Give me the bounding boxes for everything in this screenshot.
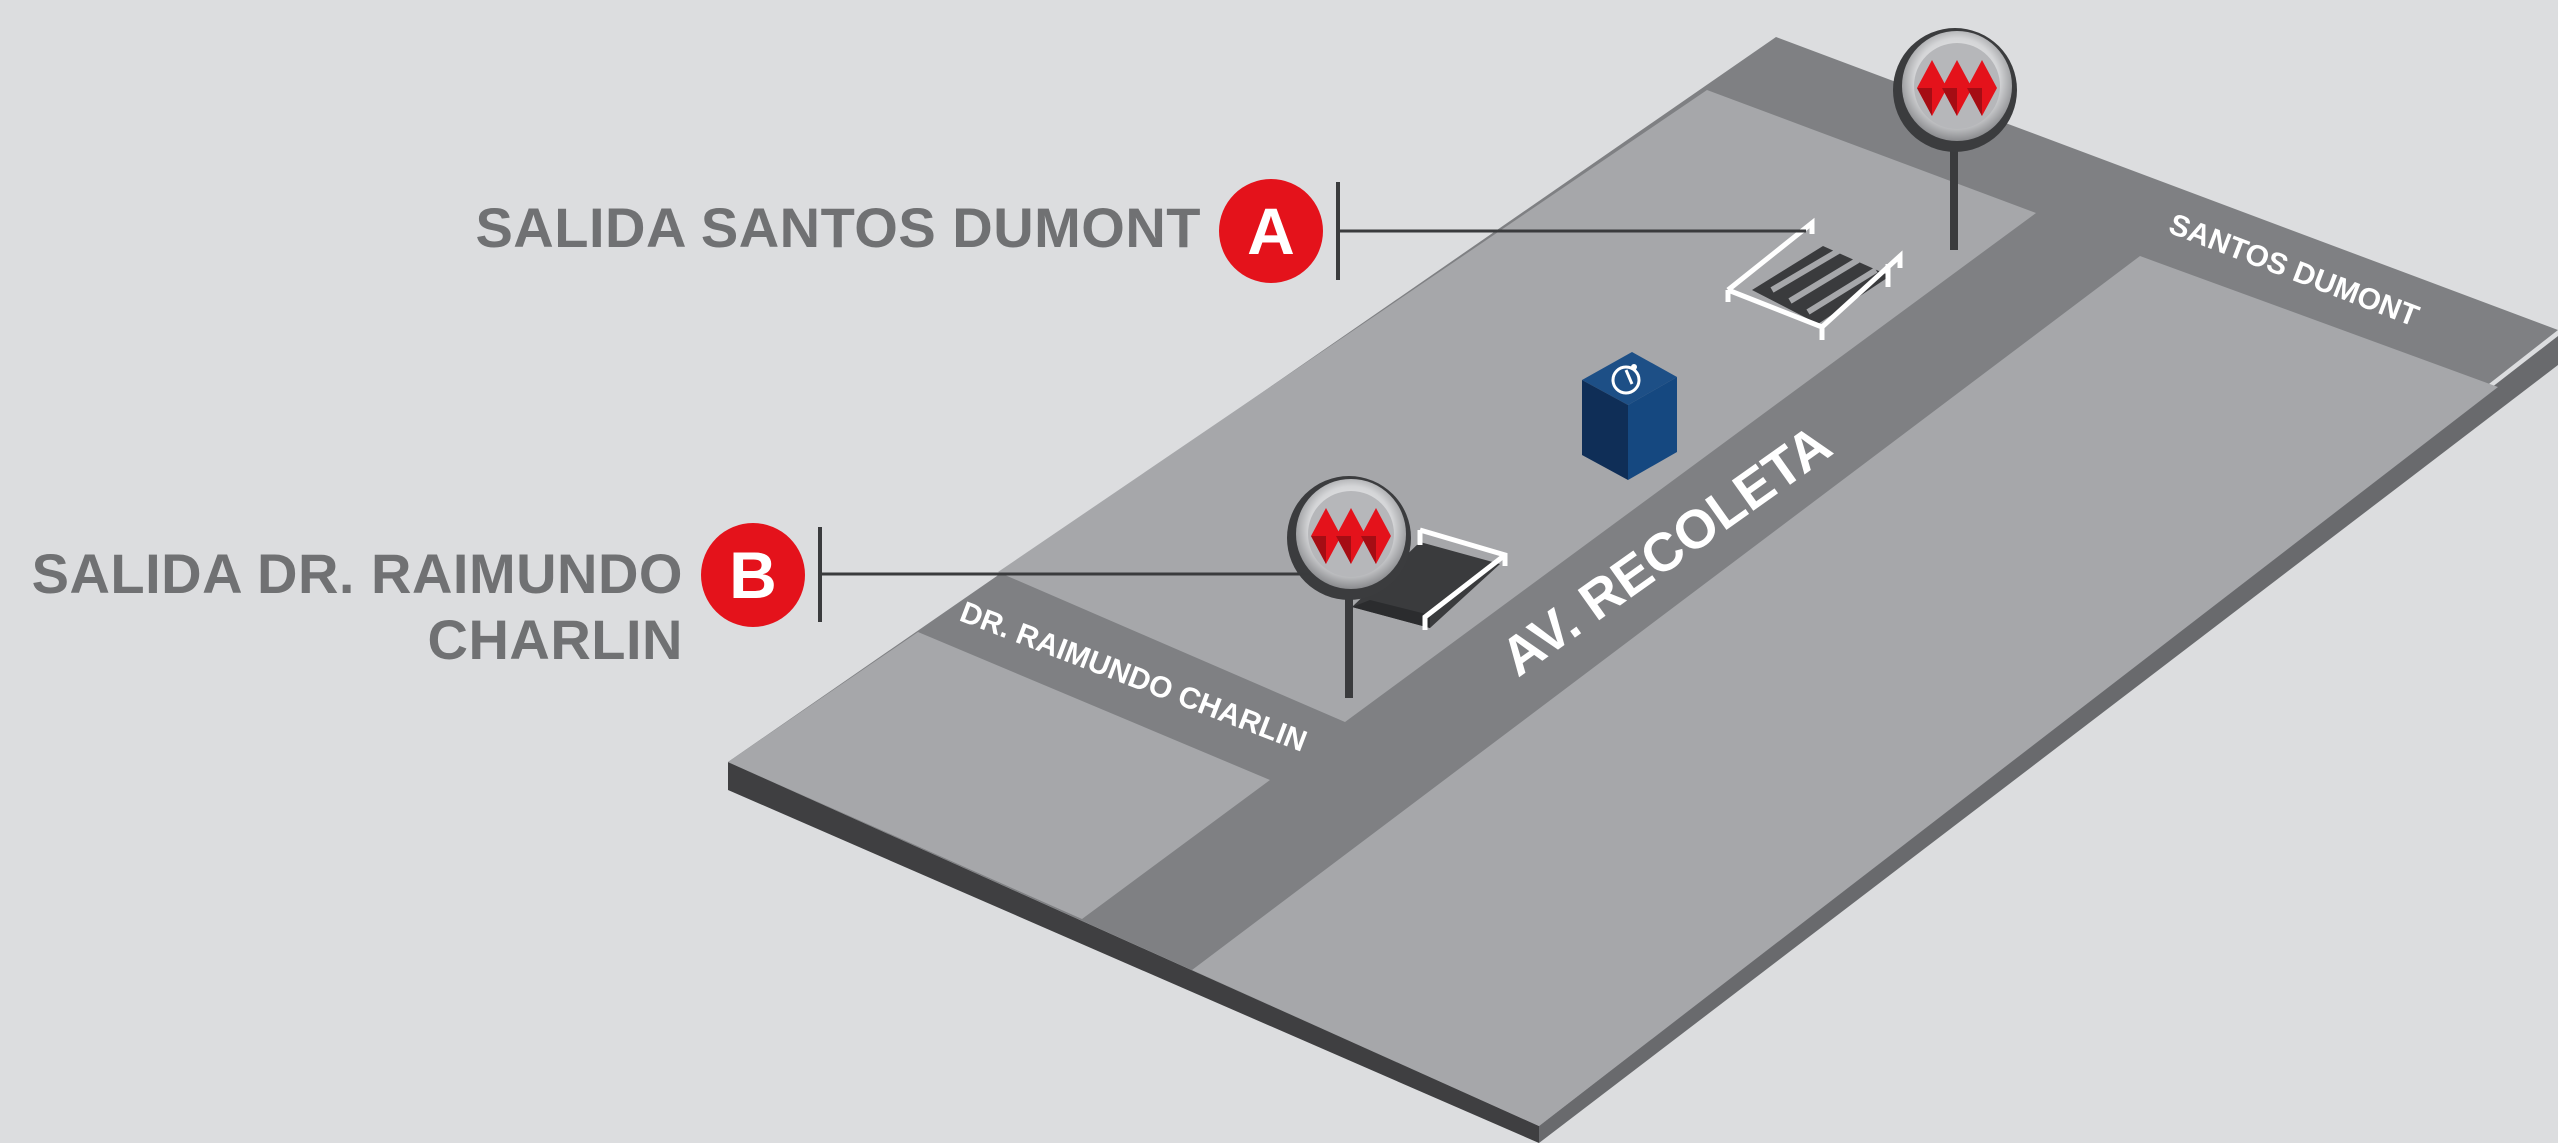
exit-a-badge: A: [1219, 179, 1323, 283]
exit-b-badge: B: [701, 523, 805, 627]
exit-a-label-text: SALIDA SANTOS DUMONT: [475, 196, 1201, 259]
block-upper-left: [998, 90, 2036, 722]
wheelchair-elevator-icon: [1582, 352, 1677, 480]
block-right: [1192, 256, 2498, 1126]
metro-logo-icon: [1311, 508, 1391, 564]
leader-line-b: [818, 527, 1310, 622]
metro-sign-a: [1893, 28, 2017, 250]
block-lower-left: [728, 632, 1270, 919]
exit-b-label: SALIDA DR. RAIMUNDO CHARLIN: [32, 541, 683, 673]
exit-a-label: SALIDA SANTOS DUMONT: [475, 195, 1201, 261]
platform-edge-right: [1539, 336, 2558, 1143]
leader-line-a: [1336, 182, 1806, 280]
platform-edge-front: [728, 762, 1539, 1143]
metro-logo-icon: [1917, 60, 1997, 116]
stairway-entrance-a: [1725, 217, 1903, 340]
exit-b-label-line2: CHARLIN: [427, 608, 683, 671]
stairway-entrance-b: [1352, 527, 1508, 630]
metro-sign-b: [1287, 476, 1411, 698]
exit-b-label-line1: SALIDA DR. RAIMUNDO: [31, 542, 683, 605]
